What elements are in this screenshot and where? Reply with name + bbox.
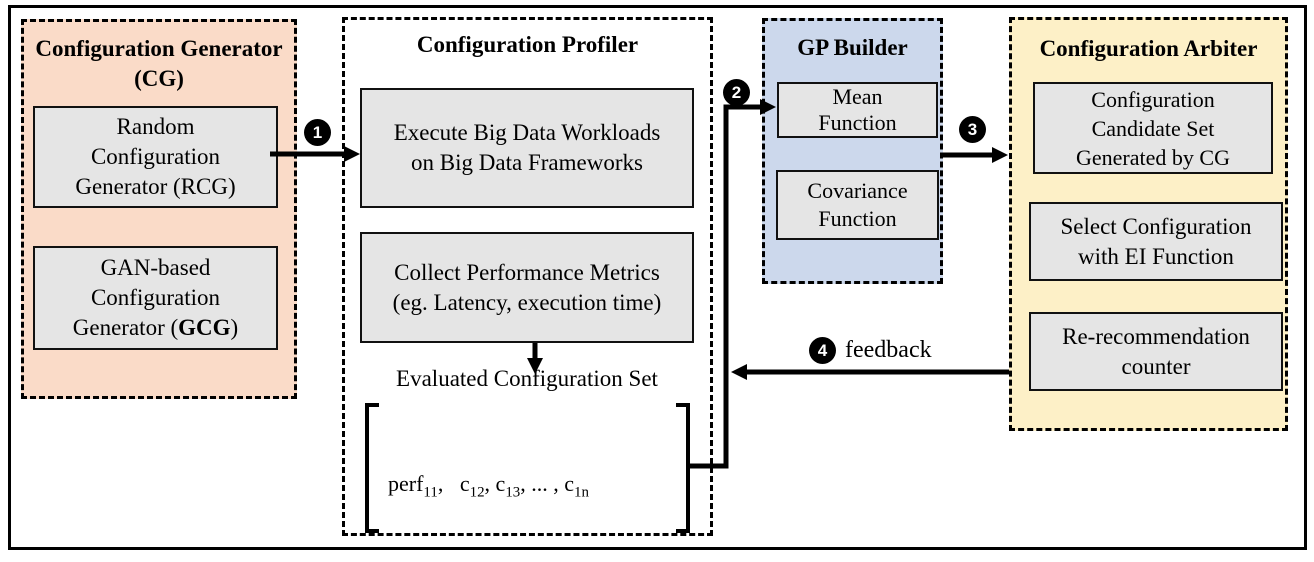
execute-line2: on Big Data Frameworks (411, 150, 643, 175)
cg-title-line2: (CG) (134, 66, 184, 91)
rerec-line2: counter (1121, 353, 1191, 379)
arbiter-panel-title: Configuration Arbiter (1039, 36, 1258, 61)
execute-line1: Execute Big Data Workloads (393, 120, 661, 145)
gp-panel-title: GP Builder (797, 35, 908, 60)
random-configuration-generator-box: Random Configuration Generator (RCG) (33, 106, 278, 208)
rerec-line1: Re-recommendation (1062, 323, 1250, 349)
feedback-label: feedback (845, 337, 932, 363)
select-configuration-box: Select Configuration with EI Function (1029, 202, 1283, 281)
mean-line2: Function (818, 110, 897, 135)
gan-based-configuration-generator-box: GAN-based Configuration Generator (GCG) (33, 246, 278, 350)
rcg-line2: Configuration (90, 144, 221, 169)
collect-line2: (eg. Latency, execution time) (392, 289, 662, 315)
select-line2: with EI Function (1078, 243, 1234, 269)
mean-function-box: Mean Function (777, 82, 938, 138)
gcg-line1: GAN-based (100, 255, 211, 280)
covariance-line2: Function (818, 206, 897, 231)
step-badge-4: 4 (809, 337, 836, 364)
select-line1: Select Configuration (1060, 213, 1252, 239)
execute-workloads-box: Execute Big Data Workloads on Big Data F… (360, 88, 694, 208)
evaluated-configuration-matrix: perf11, c12, c13, ... , c1n perf21, c22,… (388, 409, 606, 562)
candidate-line1: Configuration (1091, 86, 1215, 112)
re-recommendation-counter-box: Re-recommendation counter (1029, 312, 1283, 391)
step-badge-3: 3 (959, 116, 986, 143)
matrix-row-1: perf11, c12, c13, ... , c1n (388, 471, 589, 501)
evaluated-configuration-set-label: Evaluated Configuration Set (396, 366, 658, 391)
configuration-candidate-set-box: Configuration Candidate Set Generated by… (1033, 82, 1273, 174)
profiler-panel-title: Configuration Profiler (416, 32, 639, 57)
step-badge-1: 1 (304, 119, 331, 146)
covariance-function-box: Covariance Function (776, 170, 939, 240)
candidate-line3: Generated by CG (1076, 144, 1230, 170)
outer-frame (8, 5, 1307, 550)
matrix-right-bracket (676, 403, 690, 533)
rcg-line1: Random (116, 114, 195, 139)
gcg-line3: Generator (GCG) (72, 315, 239, 340)
matrix-left-bracket (365, 403, 379, 533)
step-badge-2: 2 (723, 79, 750, 106)
cg-title-line1: Configuration Generator (35, 36, 283, 61)
collect-metrics-box: Collect Performance Metrics (eg. Latency… (360, 232, 694, 343)
gcg-line2: Configuration (90, 285, 221, 310)
candidate-line2: Candidate Set (1091, 115, 1215, 141)
rcg-line3: Generator (RCG) (75, 174, 236, 199)
cg-panel-title: Configuration Generator (CG) (21, 34, 297, 94)
collect-line1: Collect Performance Metrics (394, 259, 660, 285)
mean-line1: Mean (832, 84, 883, 109)
covariance-line1: Covariance (807, 178, 908, 203)
